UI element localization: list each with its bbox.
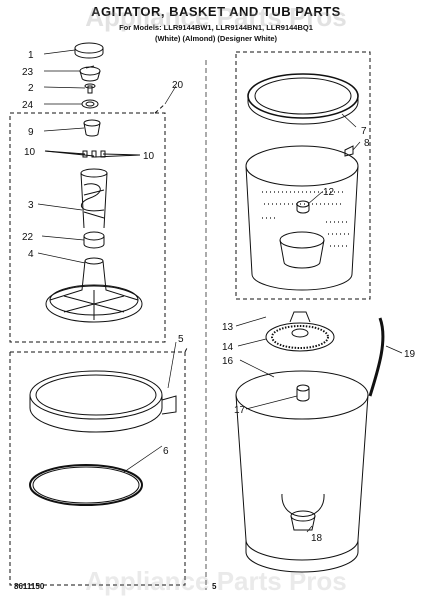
washer-basket (245, 145, 359, 291)
drive-coupler (83, 231, 105, 249)
callout-1: 1 (28, 50, 34, 61)
agitator-auger (80, 168, 108, 229)
callout-3: 3 (28, 200, 34, 211)
callout-12: 12 (323, 187, 335, 198)
model-colors: (White) (Almond) (Designer White) (154, 34, 278, 43)
cap-adapter (79, 65, 101, 82)
callout-24: 24 (22, 100, 34, 111)
tub-ring-seal (29, 464, 143, 506)
watermark-bottom: Appliance Parts Pros (85, 566, 347, 596)
drive-block-nut (296, 384, 310, 402)
watermark-top: Appliance Parts Pros (85, 2, 347, 32)
callout-6: 6 (163, 446, 169, 457)
callout-10-right: 10 (143, 151, 155, 162)
agitator-cap (74, 42, 104, 59)
callout-22: 22 (22, 232, 34, 243)
callout-9: 9 (28, 127, 34, 138)
basket-drive-nut (296, 200, 310, 214)
callout-7: 7 (361, 126, 367, 137)
tub-ring (29, 370, 177, 433)
basket-assembly-box (235, 51, 371, 300)
agitator-base (45, 257, 143, 323)
washer (81, 99, 99, 109)
callout-5: 5 (178, 334, 184, 345)
callout-13: 13 (222, 322, 234, 333)
callout-numbers: 1 23 2 24 9 10 10 3 22 4 20 5 6 7 8 12 1… (22, 50, 416, 544)
tub-ring-assembly-box (9, 345, 189, 586)
leader-20 (164, 85, 177, 105)
balance-ring-clip (344, 145, 354, 157)
callout-23: 23 (22, 67, 34, 78)
model-numbers: For Models: LLR9144BW1, LLR9144BN1, LLR9… (119, 23, 313, 32)
callout-4: 4 (28, 249, 34, 260)
dog-retainer (83, 119, 101, 137)
callout-17: 17 (234, 405, 246, 416)
agitator-assembly-box (9, 103, 166, 343)
callout-10-left: 10 (24, 147, 36, 158)
tub-outlet (290, 510, 316, 531)
callout-19: 19 (404, 349, 416, 360)
callout-14: 14 (222, 342, 234, 353)
agitator-bolt (84, 83, 96, 94)
overflow-hose (368, 317, 385, 397)
callout-16: 16 (222, 356, 234, 367)
agitator-dogs (44, 150, 141, 158)
callout-2: 2 (28, 83, 34, 94)
callout-8: 8 (364, 138, 370, 149)
outer-tub (235, 370, 369, 573)
page-number: 5 (212, 582, 217, 591)
balance-ring (247, 73, 359, 125)
page-title: AGITATOR, BASKET AND TUB PARTS (91, 4, 341, 19)
callout-18: 18 (311, 533, 323, 544)
document-code: 8611150 (14, 582, 45, 591)
callout-20: 20 (172, 80, 184, 91)
callout-leaders (37, 49, 403, 533)
basket-hub (265, 311, 335, 352)
